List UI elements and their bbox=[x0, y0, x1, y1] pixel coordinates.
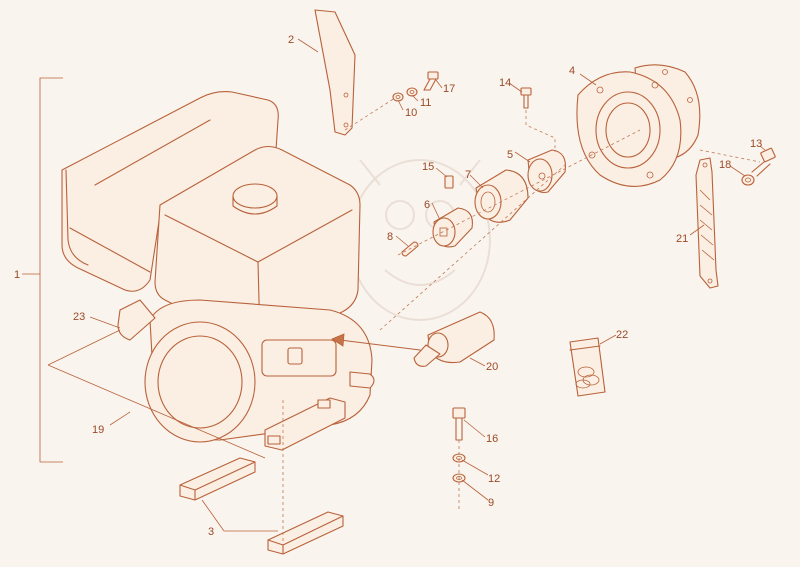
washer-18 bbox=[741, 174, 755, 186]
mounting-rail-2 bbox=[267, 511, 344, 555]
callout-20: 20 bbox=[486, 361, 498, 373]
callout-21: 21 bbox=[676, 233, 688, 245]
group-bracket-1 bbox=[22, 77, 63, 463]
base-outline-19 bbox=[47, 329, 266, 459]
fuel-tank bbox=[61, 91, 279, 292]
callout-1: 1 bbox=[14, 269, 20, 281]
callout-18: 18 bbox=[719, 159, 731, 171]
callout-4: 4 bbox=[569, 65, 575, 77]
callout-12: 12 bbox=[488, 473, 500, 485]
callout-2: 2 bbox=[288, 34, 294, 46]
insertion-arrow bbox=[331, 333, 421, 351]
callout-5: 5 bbox=[507, 149, 513, 161]
assembly-guide-lines bbox=[282, 97, 761, 545]
callout-6: 6 bbox=[424, 199, 430, 211]
choke-lever bbox=[117, 299, 156, 341]
set-screw-15 bbox=[444, 175, 454, 189]
shaft-collar bbox=[432, 207, 473, 248]
callout-9: 9 bbox=[488, 497, 494, 509]
callout-3: 3 bbox=[208, 526, 214, 538]
callout-10: 10 bbox=[405, 107, 417, 119]
callout-16: 16 bbox=[486, 433, 498, 445]
callout-14: 14 bbox=[499, 77, 511, 89]
washer-10 bbox=[392, 92, 404, 102]
callout-labels: 1 2 3 4 5 6 7 8 9 10 11 12 13 14 15 16 1… bbox=[14, 34, 762, 538]
callout-13: 13 bbox=[750, 138, 762, 150]
coupling-hub bbox=[527, 149, 567, 194]
callout-23: 23 bbox=[73, 311, 85, 323]
washer-11 bbox=[406, 87, 418, 97]
callout-11: 11 bbox=[420, 97, 431, 109]
leader-lines bbox=[89, 38, 766, 532]
spray-nozzle bbox=[413, 311, 495, 367]
watermark-mascot bbox=[349, 159, 491, 321]
air-cleaner bbox=[154, 145, 361, 348]
bolt-14 bbox=[520, 87, 532, 109]
seal-kit-bag bbox=[569, 337, 606, 397]
callout-15: 15 bbox=[422, 161, 434, 173]
bell-housing bbox=[576, 64, 701, 187]
callout-17: 17 bbox=[443, 83, 455, 95]
ground-strap bbox=[695, 157, 719, 289]
bolt-16 bbox=[452, 407, 466, 441]
bolt-13 bbox=[751, 147, 776, 177]
callout-19: 19 bbox=[92, 424, 104, 436]
engine-base bbox=[264, 397, 346, 451]
callout-8: 8 bbox=[387, 231, 393, 243]
bolt-17 bbox=[423, 71, 439, 91]
coupling-sleeve bbox=[474, 169, 529, 223]
callout-7: 7 bbox=[465, 169, 471, 181]
mounting-rail-1 bbox=[179, 457, 256, 501]
callout-22: 22 bbox=[616, 329, 628, 341]
engine-assembly bbox=[61, 91, 375, 451]
bracket-plate bbox=[314, 9, 356, 136]
